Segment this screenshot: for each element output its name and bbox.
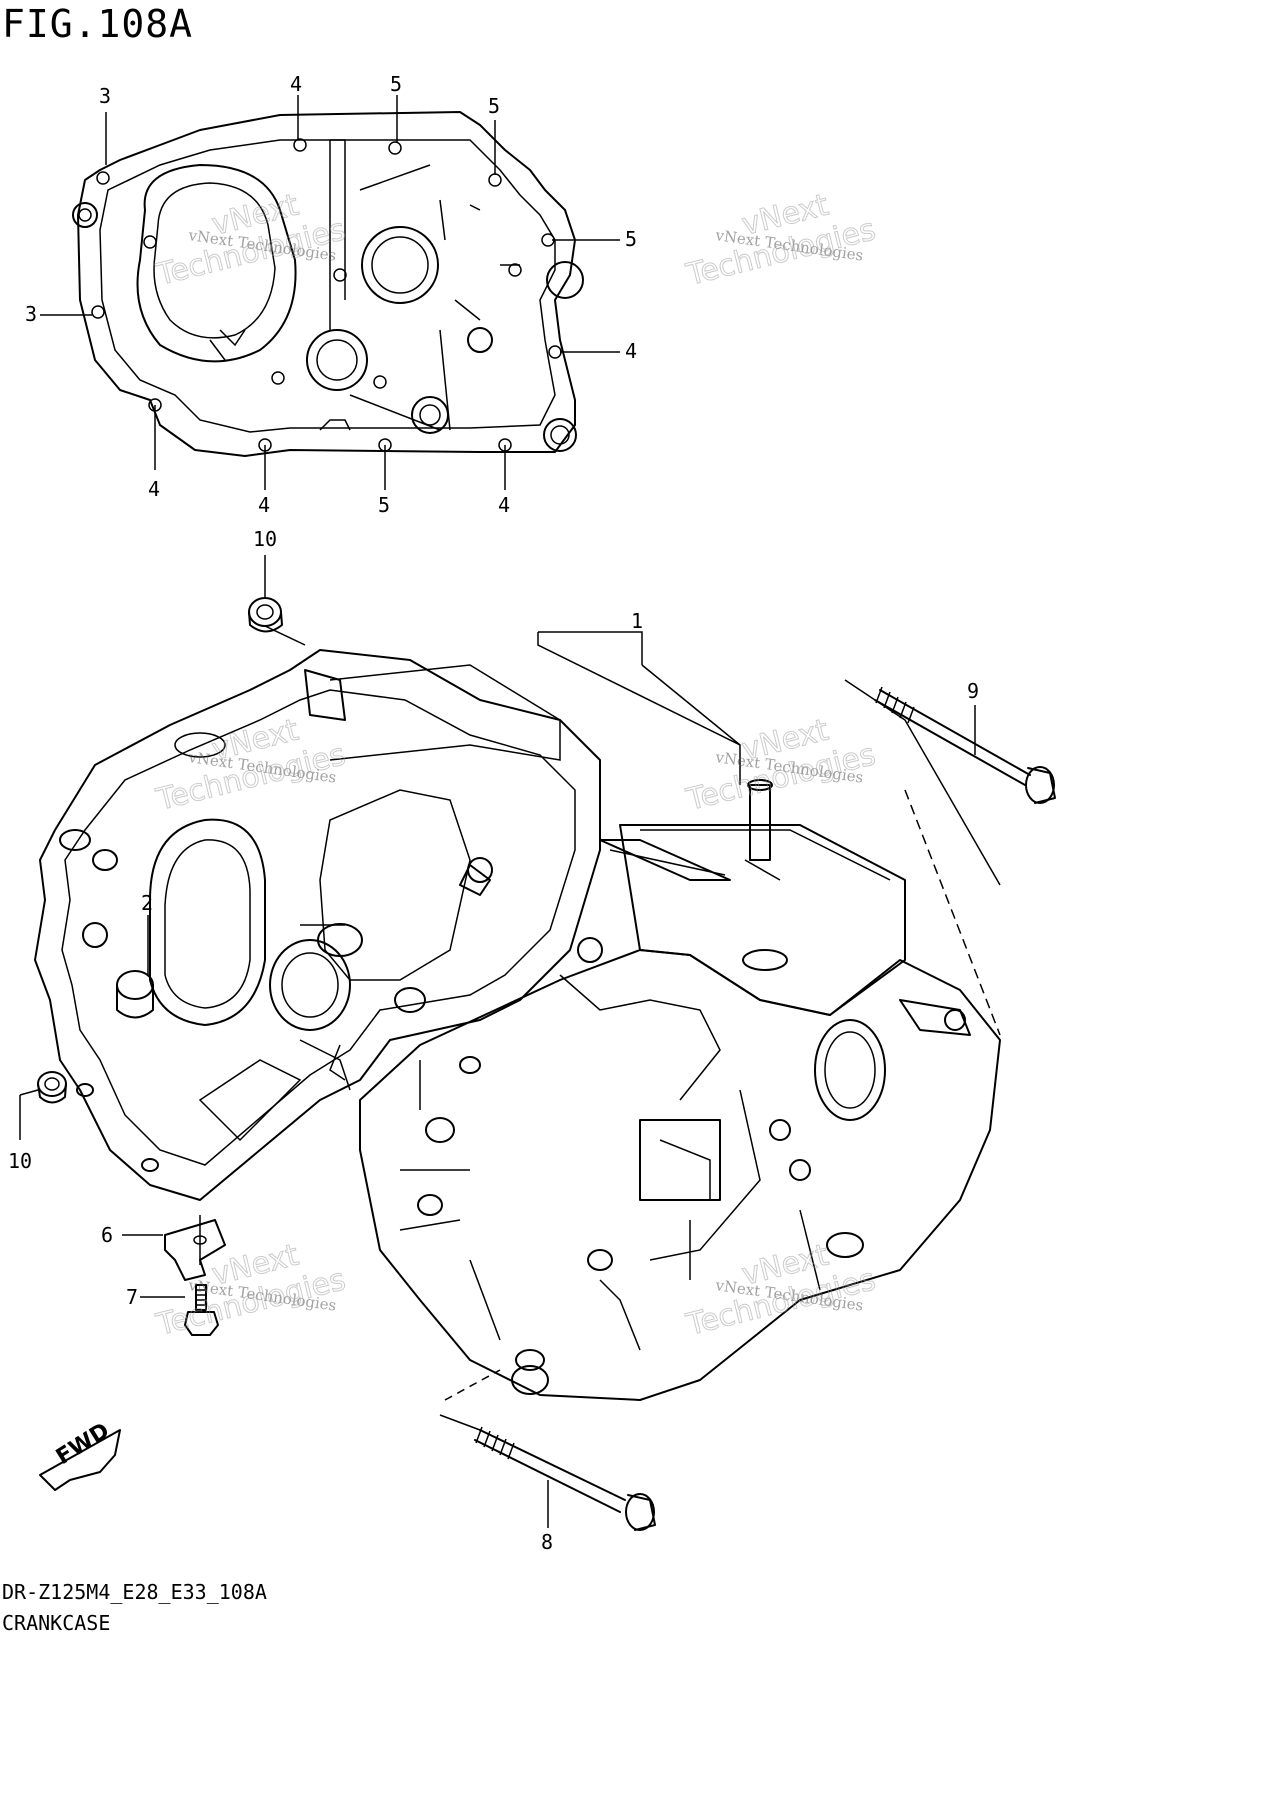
callout-3-top: 3 xyxy=(99,84,111,108)
diagram-subtitle: CRANKCASE xyxy=(2,1611,111,1635)
callout-5-top-center: 5 xyxy=(390,72,402,96)
callout-9: 9 xyxy=(967,679,979,703)
callout-6: 6 xyxy=(101,1223,113,1247)
callout-4-bottom-right: 4 xyxy=(498,493,510,517)
watermarks: vNext Technologies Technologies vNext vN… xyxy=(152,187,879,1343)
fwd-label: FWD xyxy=(52,1418,114,1470)
crankcase-top-view xyxy=(72,111,584,457)
callout-1: 1 xyxy=(631,609,643,633)
callout-4-bottom-center: 4 xyxy=(258,493,270,517)
callout-10-top: 10 xyxy=(253,527,277,551)
model-code: DR-Z125M4_E28_E33_108A xyxy=(2,1580,267,1604)
callout-numbers: 3 3 4 4 4 4 4 5 5 5 5 10 10 1 2 9 6 7 8 xyxy=(8,72,979,1554)
callout-5-top-right: 5 xyxy=(488,94,500,118)
callout-7: 7 xyxy=(126,1285,138,1309)
callout-5-bottom: 5 xyxy=(378,493,390,517)
callout-4-bottom-left: 4 xyxy=(148,477,160,501)
callout-2: 2 xyxy=(141,891,153,915)
leader-lines xyxy=(19,95,1001,1528)
part-9-bolt xyxy=(874,686,1056,804)
callout-5-right: 5 xyxy=(625,227,637,251)
part-7-nut xyxy=(184,1284,219,1336)
callout-8: 8 xyxy=(541,1530,553,1554)
callout-10-bottom: 10 xyxy=(8,1149,32,1173)
callout-4-right: 4 xyxy=(625,339,637,363)
callout-3-left: 3 xyxy=(25,302,37,326)
part-10-lower xyxy=(37,1071,67,1104)
part-8-bolt xyxy=(474,1426,656,1531)
direction-arrow: FWD xyxy=(39,1418,121,1491)
callout-4-top: 4 xyxy=(290,72,302,96)
figure-title: FIG.108A xyxy=(2,2,194,46)
